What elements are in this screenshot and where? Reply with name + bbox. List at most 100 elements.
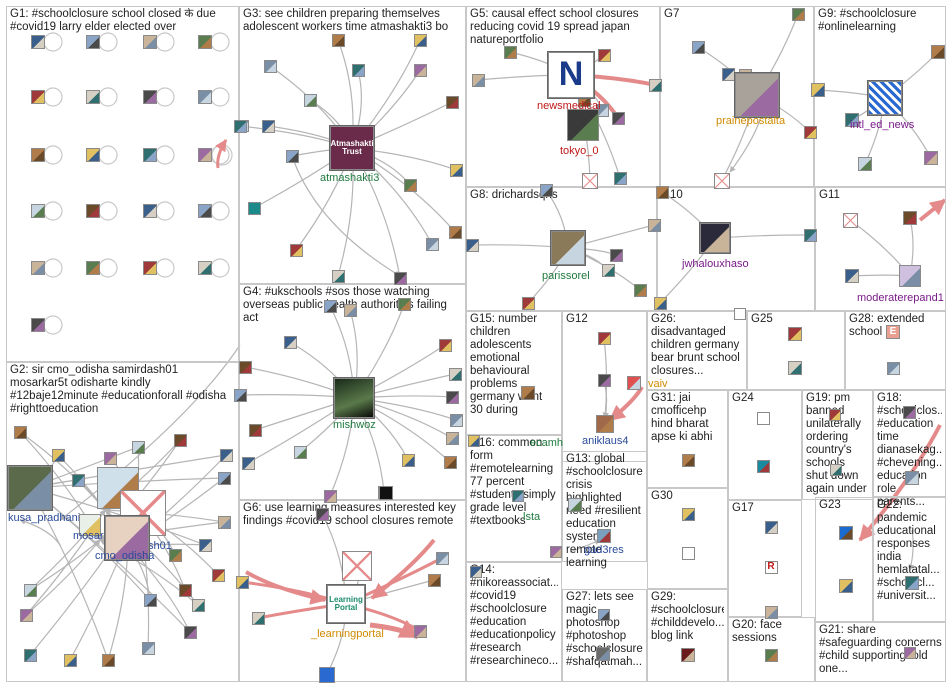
group-member-node[interactable] bbox=[597, 48, 611, 62]
vertex-label-mishwoz[interactable]: mishwoz bbox=[333, 419, 376, 431]
x-broken-image-icon[interactable] bbox=[582, 173, 598, 189]
group-member-node[interactable] bbox=[103, 451, 117, 465]
group-member-node[interactable] bbox=[471, 73, 485, 87]
group-member-node[interactable] bbox=[293, 445, 307, 459]
group-member-node[interactable] bbox=[413, 63, 427, 77]
group-member-node[interactable] bbox=[31, 318, 45, 332]
eye-icon[interactable] bbox=[319, 667, 335, 683]
group-member-node[interactable] bbox=[143, 204, 157, 218]
group-member-node[interactable] bbox=[568, 498, 582, 512]
group-member-node[interactable] bbox=[788, 327, 802, 341]
vertex-label-ecamh[interactable]: ecamh bbox=[530, 437, 564, 449]
group-member-node[interactable] bbox=[86, 261, 100, 275]
group-member-node[interactable] bbox=[241, 456, 255, 470]
group-member-node[interactable] bbox=[19, 608, 33, 622]
group-member-node[interactable] bbox=[503, 45, 517, 59]
cmo-odisha-node[interactable] bbox=[105, 516, 149, 560]
group-member-node[interactable] bbox=[647, 218, 661, 232]
group-member-node[interactable] bbox=[315, 507, 329, 521]
newsmedical-node[interactable]: N bbox=[548, 52, 594, 98]
group-member-node[interactable] bbox=[445, 95, 459, 109]
parissorel-node[interactable] bbox=[551, 231, 585, 265]
prainepostalta-node[interactable] bbox=[735, 73, 779, 117]
group-member-node[interactable] bbox=[764, 520, 778, 534]
mosar-node[interactable] bbox=[79, 514, 101, 536]
group-member-node[interactable] bbox=[613, 171, 627, 185]
group-member-node[interactable] bbox=[235, 575, 249, 589]
group-member-node[interactable] bbox=[425, 237, 439, 251]
group-member-node[interactable] bbox=[251, 611, 265, 625]
group-member-node[interactable] bbox=[131, 440, 145, 454]
group-member-node[interactable] bbox=[248, 423, 262, 437]
group-member-node[interactable] bbox=[596, 647, 610, 661]
group-member-node[interactable] bbox=[51, 448, 65, 462]
group-member-node[interactable] bbox=[811, 83, 825, 97]
group-member-node[interactable] bbox=[902, 405, 916, 419]
group-member-node[interactable] bbox=[904, 647, 916, 659]
group-member-node[interactable] bbox=[449, 413, 463, 427]
vertex-label-lsta[interactable]: lsta bbox=[523, 511, 541, 523]
group-member-node[interactable] bbox=[86, 90, 100, 104]
mishwoz-node[interactable] bbox=[334, 378, 374, 418]
group-member-node[interactable] bbox=[681, 507, 695, 521]
group-member-node[interactable] bbox=[655, 185, 669, 199]
group-member-node[interactable] bbox=[198, 204, 212, 218]
group-member-node[interactable] bbox=[289, 243, 303, 257]
group-member-node[interactable] bbox=[31, 261, 45, 275]
group-member-node[interactable] bbox=[303, 93, 317, 107]
group-member-node[interactable] bbox=[71, 473, 85, 487]
atmashakti-trust-logo[interactable]: Atmashakti Trust bbox=[330, 126, 374, 170]
group-member-node[interactable] bbox=[217, 471, 231, 485]
group-member-node[interactable] bbox=[323, 299, 337, 313]
vertex-label-aniklaus4[interactable]: aniklaus4 bbox=[582, 435, 629, 447]
group-member-node[interactable] bbox=[830, 464, 842, 476]
group-member-node[interactable] bbox=[858, 157, 872, 171]
group-member-node[interactable] bbox=[653, 296, 667, 310]
group-member-node[interactable] bbox=[521, 386, 535, 400]
group-member-node[interactable] bbox=[143, 593, 157, 607]
group-member-node[interactable] bbox=[539, 183, 553, 197]
group-member-node[interactable] bbox=[331, 269, 345, 283]
learning-portal-node[interactable]: Learning Portal bbox=[327, 585, 365, 623]
group-member-node[interactable] bbox=[597, 331, 611, 345]
group-member-node[interactable] bbox=[343, 303, 357, 317]
group-member-node[interactable] bbox=[31, 148, 45, 162]
vertex-label-vaiv[interactable]: vaiv bbox=[648, 378, 668, 390]
group-member-node[interactable] bbox=[756, 411, 770, 425]
vertex-label-tokyo_0[interactable]: tokyo_0 bbox=[560, 145, 599, 157]
group-member-node[interactable] bbox=[788, 361, 802, 375]
group-member-node[interactable] bbox=[323, 489, 337, 503]
group-member-node[interactable] bbox=[31, 35, 45, 49]
group-member-node[interactable] bbox=[627, 376, 641, 390]
group-member-node[interactable] bbox=[448, 225, 462, 239]
group-member-node[interactable] bbox=[143, 35, 157, 49]
x-broken-image-icon[interactable] bbox=[342, 551, 372, 581]
group-member-node[interactable] bbox=[448, 367, 462, 381]
group-member-node[interactable] bbox=[285, 149, 299, 163]
x-broken-image-icon[interactable] bbox=[714, 173, 730, 189]
group-member-node[interactable] bbox=[238, 360, 252, 374]
moderaterepand1-node[interactable] bbox=[899, 265, 921, 287]
vertex-label-gad3res[interactable]: gad3res bbox=[584, 544, 624, 556]
group-member-node[interactable] bbox=[413, 33, 427, 47]
group-member-node[interactable] bbox=[413, 624, 427, 638]
group-member-node[interactable] bbox=[550, 546, 562, 558]
group-member-node[interactable] bbox=[23, 648, 37, 662]
gad3res-node[interactable] bbox=[597, 529, 611, 543]
group-member-node[interactable] bbox=[183, 625, 197, 639]
group-member-node[interactable] bbox=[331, 33, 345, 47]
group-member-node[interactable] bbox=[633, 283, 647, 297]
x-broken-image-icon[interactable] bbox=[842, 212, 858, 228]
vertex-label-intl_ed_news[interactable]: intl_ed_news bbox=[850, 119, 915, 131]
group-member-node[interactable] bbox=[168, 548, 182, 562]
group-member-node[interactable] bbox=[191, 598, 205, 612]
group-member-node[interactable] bbox=[691, 40, 705, 54]
tokyo-0-node[interactable] bbox=[567, 109, 599, 141]
group-member-node[interactable] bbox=[233, 119, 247, 133]
group-member-node[interactable] bbox=[438, 338, 452, 352]
group-member-node[interactable] bbox=[791, 7, 805, 21]
group-member-node[interactable] bbox=[178, 583, 192, 597]
globe-icon[interactable] bbox=[868, 81, 902, 115]
aniklaus4-node[interactable] bbox=[596, 415, 614, 433]
group-member-node[interactable] bbox=[351, 63, 365, 77]
